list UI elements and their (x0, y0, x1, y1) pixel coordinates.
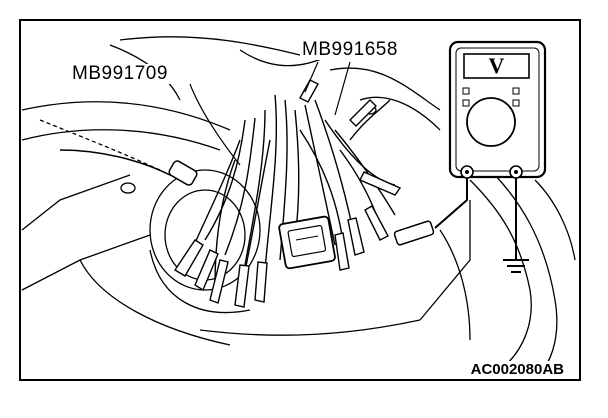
meter-mode-symbol: V (489, 53, 505, 78)
voltmeter-icon: V (448, 40, 547, 179)
figure-id: AC002080AB (468, 361, 566, 378)
connector-icon (278, 215, 336, 270)
callout-tool-right: MB991658 (300, 39, 400, 60)
ground-symbol-icon (503, 259, 529, 273)
alligator-clip-icon (174, 79, 402, 308)
probe-cable (59, 149, 198, 186)
callout-leaders (189, 61, 351, 166)
meter-leads (434, 178, 517, 260)
callout-tool-left: MB991709 (70, 63, 170, 84)
engine-bay-background (21, 36, 576, 376)
test-lead-plug (393, 220, 435, 246)
meter-dial (466, 97, 516, 147)
figure-frame (19, 19, 581, 381)
